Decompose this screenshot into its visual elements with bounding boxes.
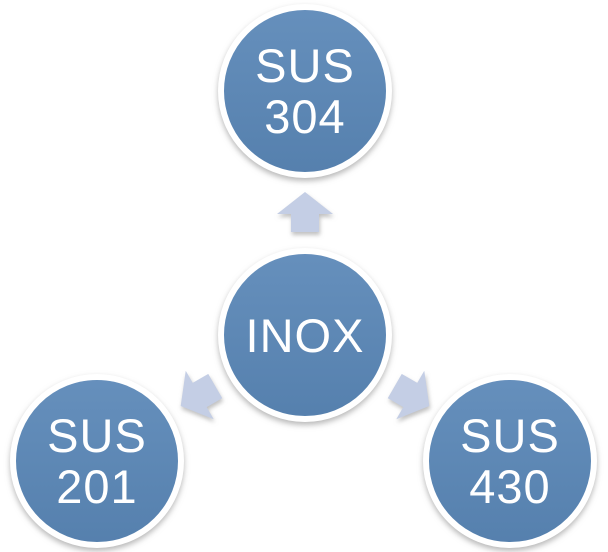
node-label: SUS 430 (460, 410, 560, 512)
node-label-line: 430 (469, 460, 551, 513)
node-label: INOX (246, 310, 365, 361)
node-label-line: 201 (56, 460, 138, 513)
node-label-line: INOX (245, 308, 365, 362)
node-label: SUS 201 (47, 410, 147, 512)
node-label-line: SUS (47, 409, 147, 462)
up-block-arrow-icon (277, 192, 333, 232)
node-sus-201: SUS 201 (10, 374, 184, 548)
node-sus-304: SUS 304 (218, 4, 392, 178)
node-label-line: SUS (255, 39, 355, 92)
node-sus-430: SUS 430 (423, 374, 597, 548)
down-left-block-arrow-icon (170, 370, 226, 420)
node-inox: INOX (218, 248, 392, 422)
node-label: SUS 304 (255, 40, 355, 142)
node-label-line: SUS (460, 409, 560, 462)
node-label-line: 304 (264, 90, 346, 143)
down-right-block-arrow-icon (384, 370, 440, 420)
